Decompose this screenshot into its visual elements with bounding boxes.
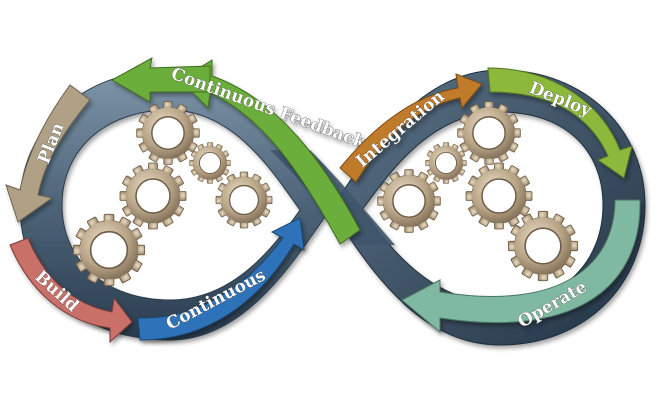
gear-icon <box>376 168 442 234</box>
gear-icon <box>119 162 187 230</box>
gear-icon <box>215 171 273 229</box>
gear-icon <box>425 142 467 184</box>
gear-icon <box>189 142 231 184</box>
